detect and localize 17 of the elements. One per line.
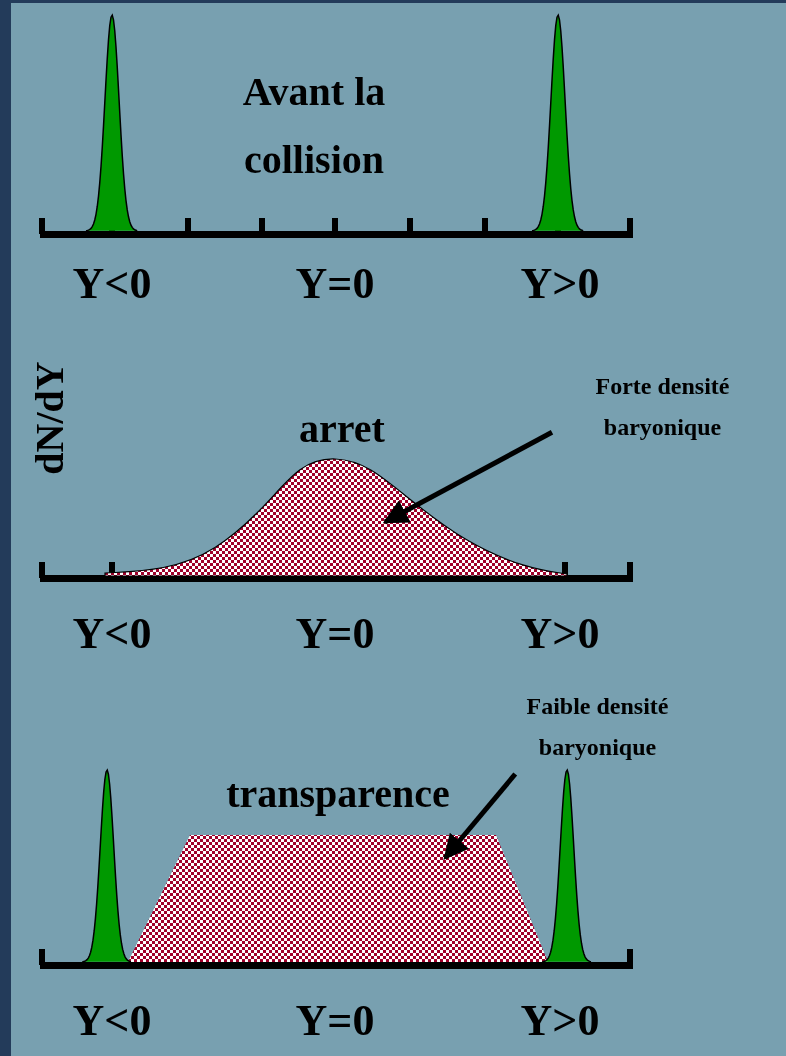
rapidity-label: Y<0	[72, 995, 152, 1047]
rapidity-label: Y=0	[295, 258, 375, 310]
annotation-text: Faible densité baryonique	[525, 692, 670, 762]
axis-title: dN/dY	[26, 361, 73, 475]
leader-arrow	[382, 430, 554, 525]
panel-title: arret	[299, 405, 385, 453]
rapidity-label: Y=0	[295, 608, 375, 660]
rapidity-label: Y=0	[295, 995, 375, 1047]
rapidity-label: Y>0	[520, 995, 600, 1047]
rapidity-label: Y>0	[520, 258, 600, 310]
panel-title: Avant la collision	[241, 68, 387, 184]
leader-arrow	[443, 772, 518, 860]
rapidity-label: Y<0	[72, 258, 152, 310]
rapidity-label: Y<0	[72, 608, 152, 660]
annotation-text: Forte densité baryonique	[594, 372, 731, 442]
rapidity-label: Y>0	[520, 608, 600, 660]
panel-title: transparence	[226, 770, 450, 818]
